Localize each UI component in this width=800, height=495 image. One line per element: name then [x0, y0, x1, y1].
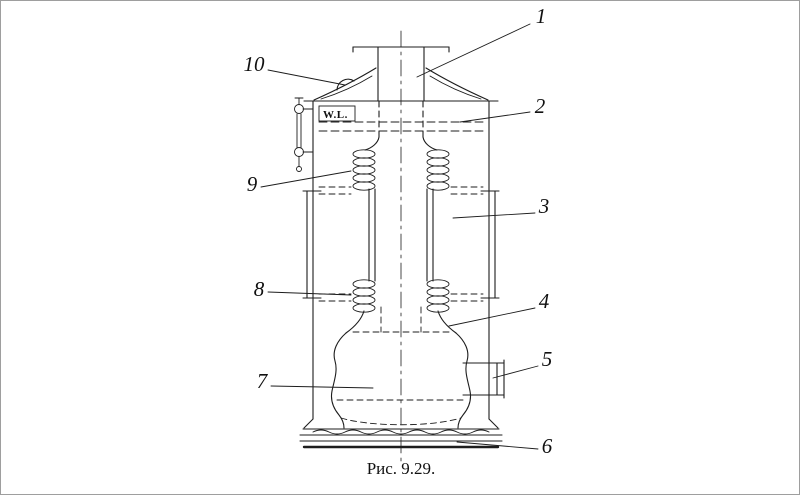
water-gauge	[294, 97, 314, 172]
water-line-box	[318, 105, 356, 122]
base-ring	[299, 418, 503, 449]
callout-label-1: 1	[536, 4, 547, 28]
leader-lines	[260, 23, 539, 450]
callout-label-6: 6	[542, 434, 553, 458]
callout-labels: 1 10 2 9 3 8 4 5 7 6	[244, 4, 553, 458]
water-level	[318, 105, 486, 132]
callout-label-5: 5	[542, 347, 553, 371]
firebox	[330, 332, 472, 429]
callout-label-7: 7	[257, 369, 269, 393]
callout-label-4: 4	[539, 289, 550, 313]
callout-label-8: 8	[254, 277, 265, 301]
upper-corrugations	[352, 149, 450, 191]
top-dome	[303, 67, 499, 102]
callout-label-3: 3	[538, 194, 550, 218]
dome-fitting	[336, 78, 355, 91]
callout-label-9: 9	[247, 172, 258, 196]
callout-label-2: 2	[535, 94, 546, 118]
callout-label-10: 10	[244, 52, 266, 76]
furnace-tube	[345, 136, 457, 334]
figure-caption: Рис. 9.29.	[367, 459, 436, 478]
side-port	[462, 359, 505, 399]
water-line-label: W.L.	[323, 109, 348, 121]
